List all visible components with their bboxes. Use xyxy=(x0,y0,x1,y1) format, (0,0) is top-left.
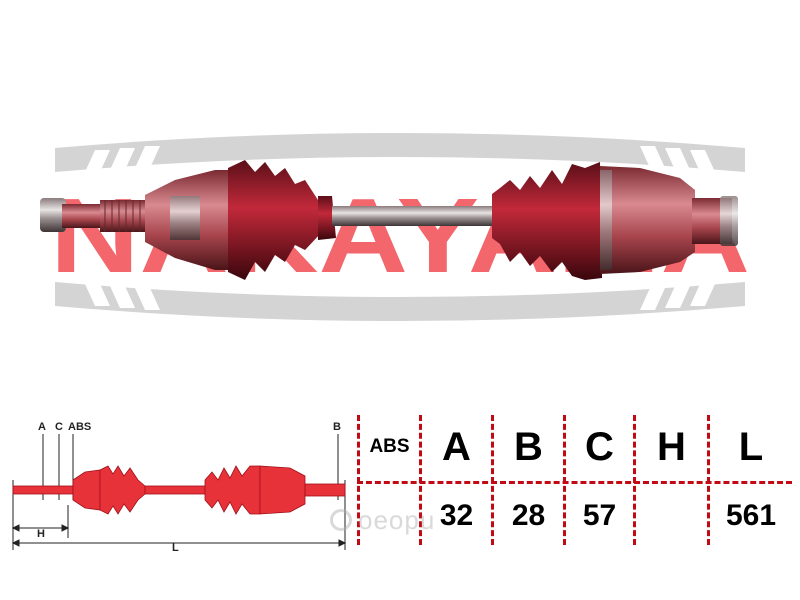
value-l: 561 xyxy=(725,499,777,532)
table-divider xyxy=(419,415,422,545)
header-c: C xyxy=(585,424,614,469)
value-c: 57 xyxy=(582,499,617,532)
watermark-text: oeopu xyxy=(358,504,436,535)
label-abs: ABS xyxy=(68,421,91,433)
label-h: H xyxy=(37,528,45,540)
label-b: B xyxy=(333,421,341,433)
table-divider xyxy=(357,415,360,545)
drive-shaft xyxy=(40,160,738,280)
logo-swoosh-top xyxy=(55,133,745,172)
circle-arrow-icon xyxy=(330,509,352,531)
table-divider xyxy=(491,415,494,545)
value-h xyxy=(636,487,707,545)
label-a: A xyxy=(38,421,46,433)
value-b: 28 xyxy=(511,499,546,532)
header-b: B xyxy=(514,424,543,469)
header-h: H xyxy=(657,424,686,469)
header-l: L xyxy=(738,424,764,469)
table-divider xyxy=(707,415,710,545)
header-a: A xyxy=(442,424,471,469)
dimension-diagram: A C ABS B H L xyxy=(11,421,347,554)
table-divider xyxy=(633,415,636,545)
table-divider xyxy=(563,415,566,545)
header-abs: ABS xyxy=(369,436,410,457)
label-c: C xyxy=(55,421,63,433)
table-header-rule xyxy=(357,481,792,484)
label-l: L xyxy=(172,542,179,554)
spec-table: ABS A B C H L 32 28 57 561 xyxy=(357,415,792,545)
product-photo: NAKAYAMA xyxy=(40,133,750,321)
logo-swoosh-bottom xyxy=(55,282,745,321)
watermark: oeopu xyxy=(330,505,480,535)
value-a: 32 xyxy=(439,499,474,532)
